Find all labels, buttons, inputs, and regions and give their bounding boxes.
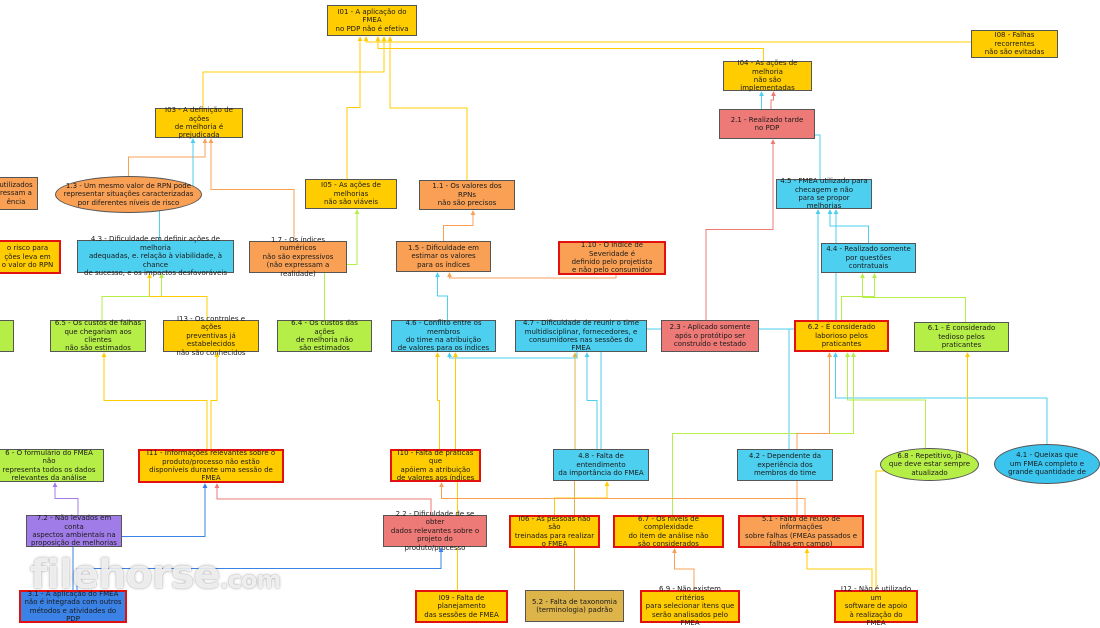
node-5-1-no-reuse-of-failure-info[interactable]: 5.1 - Falta de reuso de informações sobr… [738, 515, 864, 548]
node-7-2-environmental-aspects[interactable]: 7.2 - Não levados em conta aspectos ambi… [26, 514, 122, 547]
node-6-8-repetitive[interactable]: 6.8 - Repetitivo, já que deve estar semp… [880, 448, 979, 481]
edge-n69-to-n67 [672, 548, 695, 590]
node-6-2-laborious[interactable]: 6.2 - É considerado laborioso pelos prat… [794, 320, 889, 352]
edge-n44-to-n45 [827, 209, 869, 243]
node-i04-improvements-not-implemented[interactable]: I04 - As ações de melhoria não são imple… [723, 59, 812, 92]
node-1-7-numeric-indices-not-expressive[interactable]: 1.7 - Os índices numéricos não são expre… [249, 236, 347, 278]
edge-n68-to-n62 [845, 352, 926, 448]
edge-i03-to-i01 [202, 36, 387, 108]
edge-n51-to-n62 [796, 352, 832, 515]
edge-i08-to-i01 [363, 30, 1015, 43]
edge-i13-to-n43 [147, 273, 208, 320]
edge-i11-to-i13 [210, 352, 220, 449]
node-left-truncated-green[interactable] [0, 320, 14, 352]
edge-n67-to-n62 [672, 352, 856, 515]
node-4-5-fmea-used-for-checking[interactable]: 4.5 - FMEA utilizado para checagem e não… [776, 177, 872, 210]
node-4-6-team-conflict[interactable]: 4.6 - Conflito entre os membros do time … [391, 319, 496, 352]
edge-n31-to-i11 [72, 483, 208, 590]
node-6-9-no-selection-criteria[interactable]: 6.9 - Não existem critérios para selecio… [640, 585, 740, 627]
filehorse-watermark: filehorse.com [30, 552, 281, 598]
node-6-5-failure-costs-not-estimated[interactable]: 6.5 - Os custos de falhas que chegariam … [50, 319, 146, 352]
node-6-4-action-costs-not-estimated[interactable]: 6.4 - Os custos das ações de melhoria nã… [277, 319, 372, 352]
edge-n41-to-n62 [833, 352, 1048, 444]
node-left-fmea-form-incomplete[interactable]: 6 - O formulário do FMEA não representa … [0, 449, 104, 482]
edge-n51-to-i10 [439, 482, 806, 515]
edge-n48-to-n47 [584, 352, 598, 449]
edge-i05-to-i01 [346, 36, 363, 179]
node-i01-fmea-not-effective[interactable]: I01 - A aplicação do FMEA no PDP não é e… [327, 5, 417, 36]
node-1-1-rpn-values-not-precise[interactable]: 1.1 - Os valores dos RPNs não são precis… [419, 180, 515, 210]
node-i05-improvements-not-viable[interactable]: I05 - As ações de melhorias não são viáv… [305, 179, 397, 209]
edge-n21-to-i04 [770, 91, 776, 109]
node-left-truncated-b[interactable]: o risco para ções leva em o valor do RPN [0, 240, 61, 274]
node-i13-controls-not-known[interactable]: I13 - Os controles e ações preventivas j… [163, 315, 259, 357]
edge-i12-to-n51 [804, 548, 873, 590]
edge-n11-to-i01 [387, 36, 468, 180]
edge-n23-to-n21 [705, 139, 776, 320]
node-i06-people-not-trained[interactable]: I06 - As pessoas não são treinadas para … [509, 515, 600, 548]
edge-i11-to-n65 [101, 352, 208, 449]
node-4-4-contractual-only[interactable]: 4.4 - Realizado somente por questões con… [821, 243, 916, 273]
edge-n22-to-i11 [214, 483, 432, 515]
edge-i04-to-i01 [375, 36, 764, 61]
node-2-1-late-in-pdp[interactable]: 2.1 - Realizado tarde no PDP [719, 109, 815, 139]
edge-n17-to-i03 [208, 138, 295, 241]
edge-n65-to-n43 [101, 273, 164, 320]
node-4-2-experience-dependent[interactable]: 4.2 - Dependente da experiência dos memb… [737, 449, 833, 481]
node-4-8-lack-of-understanding[interactable]: 4.8 - Falta de entendimento da importânc… [553, 449, 649, 481]
node-1-3-same-rpn-value[interactable]: 1.3 - Um mesmo valor de RPN pode represe… [55, 176, 202, 213]
edge-n13-to-i03 [128, 138, 208, 176]
node-2-3-after-prototype[interactable]: 2.3 - Aplicado somente após o protótipo … [661, 320, 759, 352]
edge-n46-to-n15 [435, 272, 448, 320]
node-left-truncated-a[interactable]: utilizados ressam a ência [0, 177, 38, 210]
node-6-7-complexity-not-considered[interactable]: 6.7 - Os níveis de complexidade do item … [613, 515, 724, 548]
node-i09-lack-of-planning[interactable]: I09 - Falta de planejamento das sessões … [415, 590, 508, 623]
edge-n72-to-left_c [52, 482, 79, 515]
node-i12-no-software-support[interactable]: I12 - Não é utilizado um software de apo… [834, 585, 918, 627]
node-4-3-difficulty-defining-actions[interactable]: 4.3 - Dificuldade em definir ações de me… [77, 235, 234, 277]
node-4-1-complaints[interactable]: 4.1 - Queixas que um FMEA completo e gra… [994, 444, 1100, 484]
edge-n15-to-n11 [443, 210, 476, 241]
node-6-1-tedious[interactable]: 6.1 - É considerado tedioso pelos pratic… [914, 322, 1009, 352]
node-i03-improvement-definition-hindered[interactable]: I03 - A definição de ações de melhoria é… [155, 106, 243, 139]
node-4-7-difficulty-gathering-team[interactable]: 4.7 - Dificuldade de reunir o time multi… [515, 319, 647, 352]
edge-i10-to-n46 [435, 352, 440, 449]
edge-n61-to-n44 [860, 273, 966, 322]
node-i11-info-not-available[interactable]: I11 - Informações relevantes sobre o pro… [138, 449, 284, 483]
node-5-2-lack-of-taxonomy[interactable]: 5.2 - Falta de taxonomia (terminologia) … [525, 590, 624, 622]
node-1-10-severity-defined-by-designer[interactable]: 1.10 - O índice de Severidade é definido… [558, 241, 666, 275]
node-1-5-difficulty-estimating-values[interactable]: 1.5 - Dificuldade em estimar os valores … [396, 241, 491, 272]
node-i08-recurring-failures[interactable]: I08 - Falhas recorrentes não são evitada… [971, 30, 1058, 58]
edge-n31-to-n22 [76, 547, 444, 590]
node-3-1-not-integrated[interactable]: 3.1 - A aplicação do FMEA não é integrad… [19, 590, 127, 623]
node-2-2-difficulty-obtaining-data[interactable]: 2.2 - Dificuldade de se obter dados rele… [383, 510, 487, 552]
node-i10-lack-of-practices[interactable]: I10 - Falta de práticas que apóiem a atr… [390, 449, 481, 482]
edge-n62-to-n44 [841, 273, 877, 320]
